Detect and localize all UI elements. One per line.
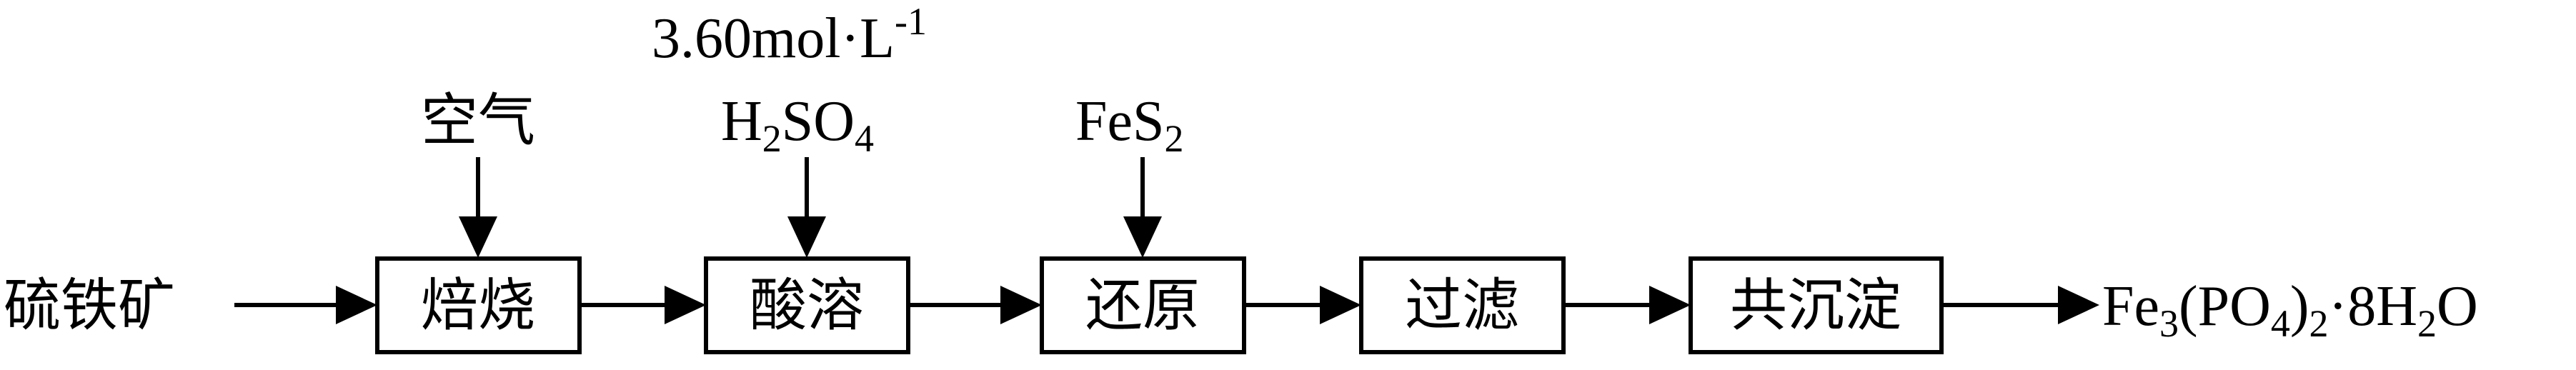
reductant-sub-2: 2 xyxy=(1165,117,1184,160)
input-air-label: 空气 xyxy=(421,90,535,153)
input-acid-concentration: 3.60mol·L-1 xyxy=(652,0,927,70)
product-formula: Fe3(PO4)2·8H2O xyxy=(2102,275,2478,345)
product-sub-2: 2 xyxy=(2309,302,2329,345)
arrow-dissolve-to-reduce-head xyxy=(1000,286,1042,324)
arrow-roast-to-dissolve-head xyxy=(665,286,706,324)
arrow-to-product-head xyxy=(2058,286,2099,324)
acid-conc-exponent: -1 xyxy=(895,0,927,43)
arrow-air-head xyxy=(459,216,497,258)
product-fe: Fe xyxy=(2102,275,2159,338)
step-box-filter xyxy=(1359,256,1566,354)
step-box-coprecipitate xyxy=(1689,256,1944,354)
product-po: (PO xyxy=(2179,275,2271,338)
arrow-reductant-head xyxy=(1123,216,1162,258)
reductant-fes: FeS xyxy=(1075,90,1165,153)
acid-conc-value: 3.60mol·L xyxy=(652,7,895,70)
input-reductant-formula: FeS2 xyxy=(1075,90,1184,160)
step-box-reduce xyxy=(1040,256,1246,354)
step-label-coprecipitate: 共沉淀 xyxy=(1730,275,1901,338)
product-sub-3: 3 xyxy=(2159,302,2179,345)
step-label-acid-dissolve: 酸溶 xyxy=(750,275,864,338)
product-dot-8h: ·8H xyxy=(2329,275,2417,338)
acid-sub-2: 2 xyxy=(762,117,782,160)
arrow-raw-to-roast-head xyxy=(336,286,377,324)
product-o: O xyxy=(2437,275,2478,338)
acid-sub-4: 4 xyxy=(855,117,874,160)
step-label-reduce: 还原 xyxy=(1085,275,1200,338)
input-acid-formula: H2SO4 xyxy=(721,90,874,160)
step-label-filter: 过滤 xyxy=(1405,275,1519,338)
raw-material-label: 硫铁矿 xyxy=(4,275,175,338)
acid-h: H xyxy=(721,90,762,153)
product-close-paren: ) xyxy=(2290,275,2309,338)
product-sub-2b: 2 xyxy=(2417,302,2437,345)
arrow-reduce-to-filter-head xyxy=(1320,286,1361,324)
acid-so: SO xyxy=(782,90,855,153)
product-sub-4: 4 xyxy=(2271,302,2290,345)
arrow-acid-head xyxy=(787,216,826,258)
step-label-roast: 焙烧 xyxy=(421,275,535,338)
arrow-filter-to-coprecipitate-head xyxy=(1649,286,1691,324)
